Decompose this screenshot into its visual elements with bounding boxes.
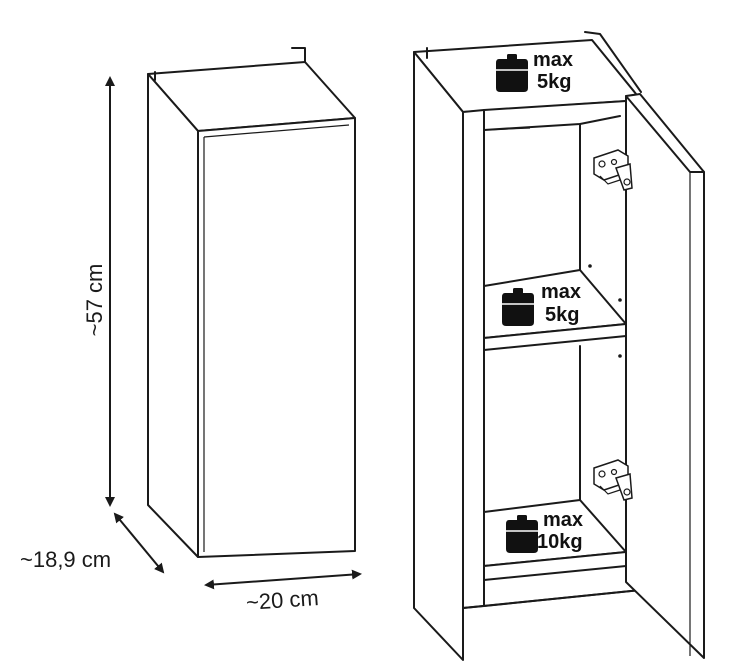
width-dimension: ~20 cm [204, 569, 362, 615]
weight-icon [501, 287, 535, 327]
load-middle: max 5kg [501, 281, 581, 327]
weight-icon [495, 53, 529, 93]
load-bottom-max: max [543, 509, 583, 531]
closed-cabinet [147, 47, 356, 558]
depth-label: ~18,9 cm [20, 547, 111, 572]
height-label: ~57 cm [82, 264, 107, 337]
load-bottom-weight: 10kg [537, 531, 583, 553]
load-top: max 5kg [495, 49, 573, 93]
width-label: ~20 cm [245, 585, 319, 615]
weight-icon [505, 514, 539, 554]
depth-arrow-icon [113, 512, 165, 574]
load-middle-weight: 5kg [545, 304, 579, 326]
open-cabinet [413, 31, 705, 661]
load-middle-max: max [541, 281, 581, 303]
height-dimension: ~57 cm [82, 76, 115, 507]
width-arrow-icon [204, 569, 362, 590]
load-top-weight: 5kg [537, 71, 571, 93]
load-top-max: max [533, 49, 573, 71]
load-bottom: max 10kg [505, 509, 583, 554]
depth-dimension: ~18,9 cm [20, 512, 165, 574]
